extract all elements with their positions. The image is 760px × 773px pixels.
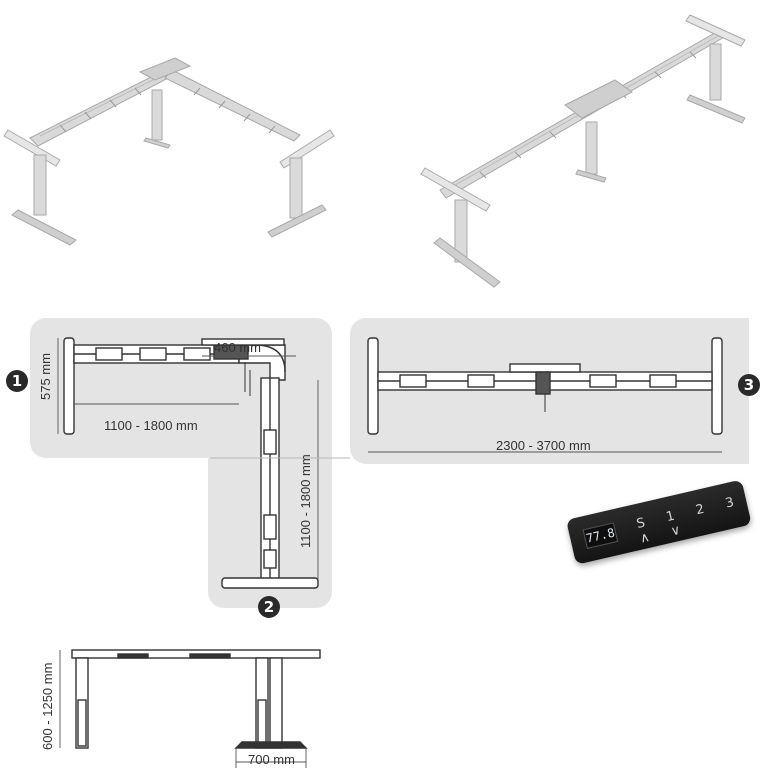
badge-three: 3	[738, 374, 760, 396]
dim-length-1: 1100 - 1800 mm	[104, 418, 198, 433]
dim-depth-l: 575 mm	[38, 353, 53, 400]
badge-one: 1	[6, 370, 28, 392]
dim-length-3: 2300 - 3700 mm	[496, 438, 591, 453]
badge-two: 2	[258, 596, 280, 618]
dim-height-range: 600 - 1250 mm	[40, 662, 55, 750]
dim-foot-width: 700 mm	[248, 752, 295, 767]
dim-length-2: 1100 - 1800 mm	[298, 454, 313, 548]
dim-width-l: 460 mm	[214, 340, 261, 355]
controller-display: 77.8	[582, 522, 619, 550]
